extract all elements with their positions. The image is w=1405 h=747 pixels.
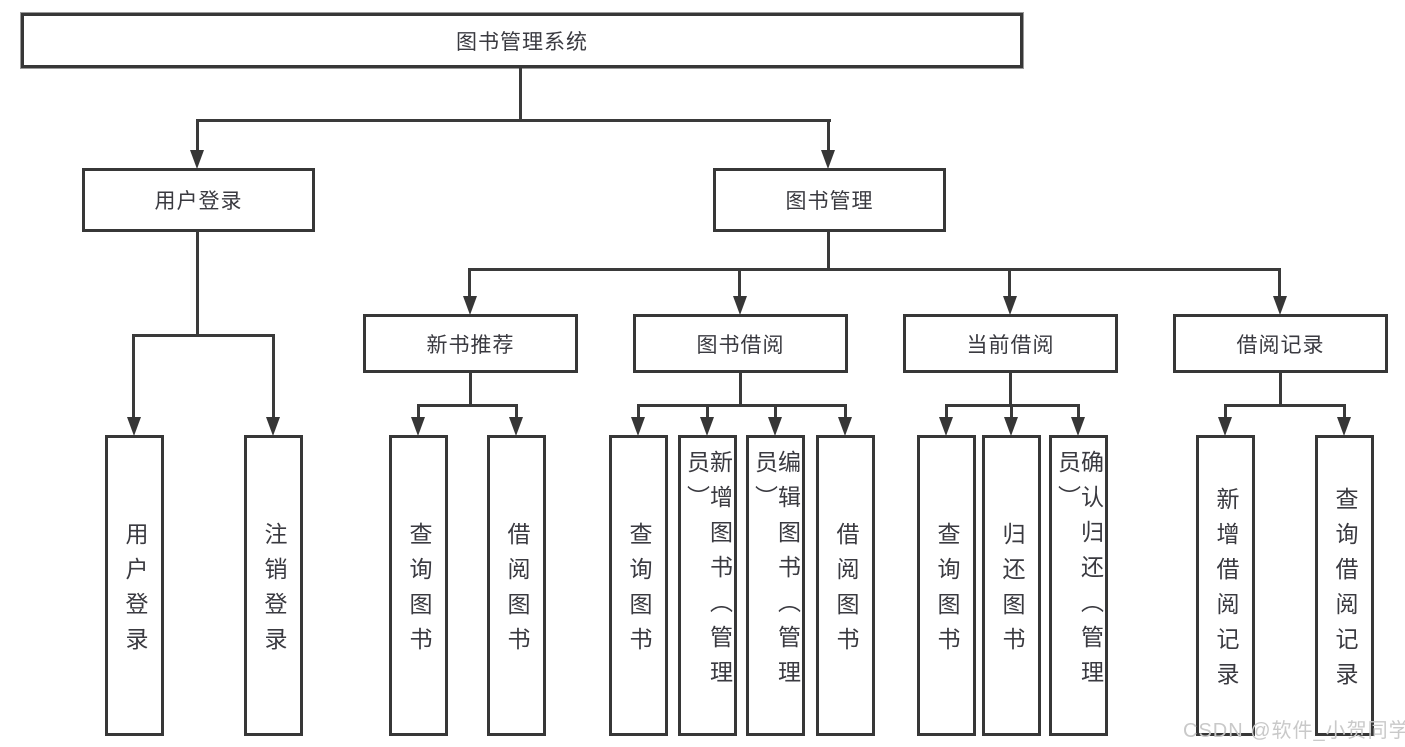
arrowhead-down-icon xyxy=(1337,417,1351,436)
connector-line xyxy=(196,119,831,122)
leaf-edit-books-admin: 编辑图书（管理员） xyxy=(746,435,805,736)
csdn-watermark: CSDN @软件_小贺同学 xyxy=(1183,720,1405,742)
node-label: 图书管理 xyxy=(785,190,874,213)
arrowhead-down-icon xyxy=(631,417,645,436)
leaf-label: 用户登录 xyxy=(122,521,148,662)
leaf-borrow-books-recommend: 借阅图书 xyxy=(487,435,546,736)
arrowhead-down-icon xyxy=(821,150,835,169)
connector-line xyxy=(132,334,275,337)
node-book-management: 图书管理 xyxy=(713,168,946,232)
leaf-user-login: 用户登录 xyxy=(105,435,164,736)
node-root-label: 图书管理系统 xyxy=(456,30,588,54)
leaf-label: 查询图书 xyxy=(406,521,432,662)
leaf-add-books-admin: 新增图书（管理员） xyxy=(678,435,737,736)
connector-line xyxy=(738,268,741,297)
connector-line xyxy=(827,119,830,152)
connector-line xyxy=(468,268,471,297)
arrowhead-down-icon xyxy=(509,417,523,436)
node-label: 借阅记录 xyxy=(1236,333,1325,357)
leaf-query-books-current: 查询图书 xyxy=(917,435,976,736)
arrowhead-down-icon xyxy=(127,417,141,436)
leaf-borrow-books-borrowing: 借阅图书 xyxy=(816,435,875,736)
arrowhead-down-icon xyxy=(1273,296,1287,315)
connector-line xyxy=(637,404,640,419)
leaf-label: 编辑图书（管理员） xyxy=(751,450,801,695)
leaf-label: 确认归还（管理员） xyxy=(1054,450,1104,695)
connector-line xyxy=(519,68,522,121)
connector-line xyxy=(196,231,199,337)
leaf-label: 查询图书 xyxy=(934,521,960,662)
connector-line xyxy=(1010,404,1013,419)
leaf-label: 新增图书（管理员） xyxy=(683,450,733,695)
connector-line xyxy=(827,231,830,271)
connector-line xyxy=(469,372,472,406)
arrowhead-down-icon xyxy=(838,417,852,436)
connector-line xyxy=(1278,268,1281,297)
node-label: 新书推荐 xyxy=(426,333,515,357)
arrowhead-down-icon xyxy=(266,417,280,436)
connector-line xyxy=(637,404,847,407)
leaf-label: 注销登录 xyxy=(261,521,287,662)
node-book-borrowing: 图书借阅 xyxy=(633,314,848,373)
leaf-query-books-recommend: 查询图书 xyxy=(389,435,448,736)
leaf-label: 借阅图书 xyxy=(833,521,859,662)
connector-line xyxy=(132,334,135,418)
arrowhead-down-icon xyxy=(1071,417,1085,436)
connector-line xyxy=(1343,404,1346,419)
connector-line xyxy=(515,404,518,419)
leaf-label: 新增借阅记录 xyxy=(1213,486,1239,697)
node-borrowing-records: 借阅记录 xyxy=(1173,314,1388,373)
connector-line xyxy=(468,268,1281,271)
leaf-query-borrow-record: 查询借阅记录 xyxy=(1315,435,1374,736)
connector-line xyxy=(739,372,742,406)
connector-line xyxy=(1077,404,1080,419)
connector-line xyxy=(844,404,847,419)
arrowhead-down-icon xyxy=(411,417,425,436)
connector-line xyxy=(706,404,709,419)
arrowhead-down-icon xyxy=(733,296,747,315)
leaf-label: 查询借阅记录 xyxy=(1332,486,1358,697)
arrowhead-down-icon xyxy=(190,150,204,169)
arrowhead-down-icon xyxy=(700,417,714,436)
connector-line xyxy=(945,404,948,419)
leaf-confirm-return-admin: 确认归还（管理员） xyxy=(1049,435,1108,736)
connector-line xyxy=(417,404,420,419)
connector-line xyxy=(417,404,518,407)
leaf-query-books-borrowing: 查询图书 xyxy=(609,435,668,736)
connector-line xyxy=(1224,404,1227,419)
connector-line xyxy=(1008,268,1011,297)
connector-line xyxy=(1009,372,1012,406)
leaf-logout: 注销登录 xyxy=(244,435,303,736)
leaf-return-books: 归还图书 xyxy=(982,435,1041,736)
node-label: 图书借阅 xyxy=(696,333,785,357)
connector-line xyxy=(1279,372,1282,406)
arrowhead-down-icon xyxy=(768,417,782,436)
node-user-login-group: 用户登录 xyxy=(82,168,315,232)
arrowhead-down-icon xyxy=(939,417,953,436)
node-label: 当前借阅 xyxy=(966,333,1055,357)
node-new-book-recommend: 新书推荐 xyxy=(363,314,578,373)
leaf-label: 借阅图书 xyxy=(504,521,530,662)
node-root: 图书管理系统 xyxy=(21,13,1023,68)
node-current-borrowing: 当前借阅 xyxy=(903,314,1118,373)
leaf-label: 查询图书 xyxy=(626,521,652,662)
arrowhead-down-icon xyxy=(1218,417,1232,436)
arrowhead-down-icon xyxy=(1004,417,1018,436)
connector-line xyxy=(1224,404,1346,407)
leaf-label: 归还图书 xyxy=(999,521,1025,662)
arrowhead-down-icon xyxy=(1003,296,1017,315)
leaf-add-borrow-record: 新增借阅记录 xyxy=(1196,435,1255,736)
node-label: 用户登录 xyxy=(154,190,243,213)
connector-line xyxy=(272,334,275,418)
arrowhead-down-icon xyxy=(463,296,477,315)
connector-line xyxy=(774,404,777,419)
connector-line xyxy=(196,119,199,152)
